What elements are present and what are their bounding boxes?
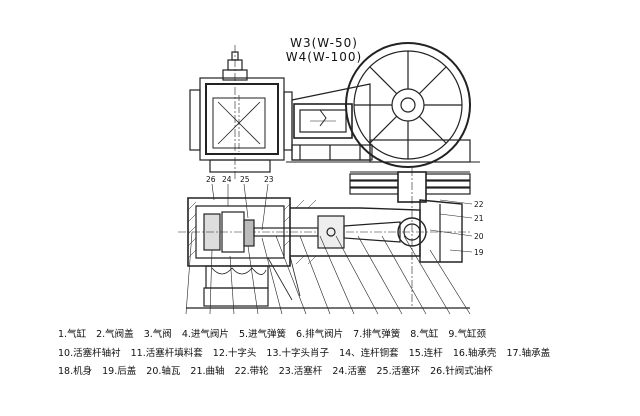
legend-item: 5.进气弹簧 <box>238 329 287 340</box>
legend-item: 18.机身 <box>58 366 93 377</box>
connecting-rod <box>343 221 401 243</box>
legend-item: 2.气阀盖 <box>96 329 134 340</box>
callout-24: 24 <box>222 175 232 184</box>
callout-26: 26 <box>206 175 216 184</box>
top-elevation-view <box>189 42 480 180</box>
legend-item: 13.十字头肖子 <box>266 347 330 359</box>
legend-item: 15.连杆 <box>408 347 443 359</box>
callout-25: 25 <box>240 175 250 184</box>
legend-item: 16.轴承壳 <box>452 347 497 359</box>
callout-19: 19 <box>474 248 484 257</box>
model-title-line1: W3(W-50) <box>290 36 358 50</box>
legend-item: 17.轴承盖 <box>506 347 551 359</box>
legend-item: 23.活塞杆 <box>278 366 323 377</box>
legend-item: 10.活塞杆轴衬 <box>58 347 121 359</box>
callout-22: 22 <box>474 200 484 209</box>
legend-item: 1.气缸 <box>58 329 87 340</box>
legend-row-2: 10.活塞杆轴衬 11.活塞杆填料套 12.十字头 13.十字头肖子 14、连杆… <box>58 345 618 364</box>
parts-legend: 1.气缸 2.气阀盖 3.气阀 4.进气阀片 5.进气弹簧 6.排气阀片 7.排… <box>58 326 618 382</box>
legend-item: 8.气缸 <box>410 329 439 340</box>
legend-item: 4.进气阀片 <box>181 329 229 340</box>
legend-item: 24.活塞 <box>332 366 367 377</box>
legend-item: 21.曲轴 <box>190 366 225 377</box>
legend-item: 3.气阀 <box>143 329 172 340</box>
legend-item: 7.排气弹簧 <box>353 329 401 340</box>
piston <box>243 219 255 247</box>
sectional-view <box>178 168 473 315</box>
legend-row-3: 18.机身 19.后盖 20.轴瓦 21.曲轴 22.带轮 23.活塞杆 24.… <box>58 363 618 382</box>
cylinder-housing <box>187 197 291 267</box>
flywheel-pulley <box>345 42 471 168</box>
legend-item: 22.带轮 <box>234 366 269 377</box>
callouts-right: 22 21 20 19 <box>474 200 484 257</box>
legend-item: 19.后盖 <box>102 366 137 377</box>
legend-item: 11.活塞杆填料套 <box>130 347 203 359</box>
callouts-top: 26 24 25 23 <box>206 175 274 184</box>
legend-item: 20.轴瓦 <box>146 366 181 377</box>
legend-item: 9.气缸颈 <box>448 329 486 340</box>
legend-item: 26.针阀式油杯 <box>430 366 493 377</box>
callout-20: 20 <box>474 232 484 241</box>
legend-item: 14、连杆铜套 <box>339 347 399 359</box>
model-title-line2: W4(W-100) <box>285 50 363 64</box>
callout-23: 23 <box>264 175 274 184</box>
legend-row-1: 1.气缸 2.气阀盖 3.气阀 4.进气阀片 5.进气弹簧 6.排气阀片 7.排… <box>58 326 618 345</box>
legend-item: 6.排气阀片 <box>296 329 344 340</box>
leader-lines <box>185 183 473 315</box>
callout-21: 21 <box>474 214 484 223</box>
legend-item: 25.活塞环 <box>376 366 421 377</box>
frame-body <box>291 83 371 161</box>
legend-item: 12.十字头 <box>212 347 257 359</box>
